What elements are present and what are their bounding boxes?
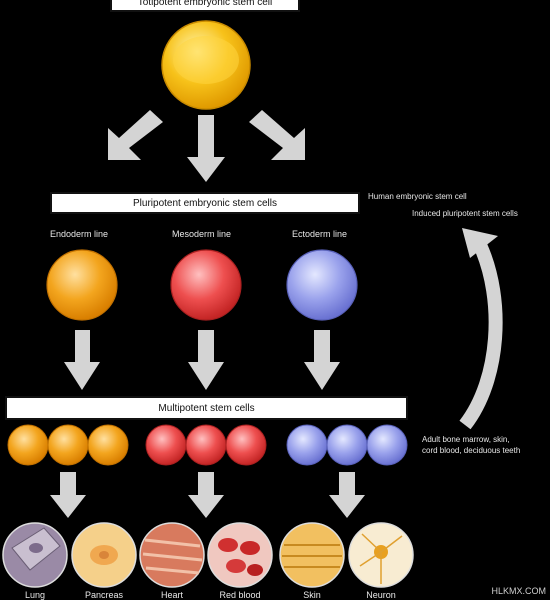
multipotent-mesoderm-cell (145, 424, 187, 466)
heart-label: Heart (160, 590, 183, 600)
pancreas-tissue (71, 522, 137, 588)
arrow-to-endoderm-tissues (50, 472, 86, 518)
neuron-label: Neuron (366, 590, 396, 600)
arrow-down-center (187, 115, 225, 182)
pancreas-label: Pancreas (84, 590, 124, 600)
heart-tissue (139, 522, 205, 588)
multipotent-mesoderm-cell (185, 424, 227, 466)
totipotent-cell-nucleus (173, 36, 239, 84)
arrow-to-ectoderm-tissues (329, 472, 365, 518)
arrow-ectoderm (304, 330, 340, 390)
ectoderm-cell (286, 249, 358, 321)
mesoderm-line-label: Mesoderm line (172, 229, 232, 239)
multipotent-endoderm-cell (87, 424, 129, 466)
ipsc-label: Induced pluripotent stem cells (412, 209, 518, 218)
multipotent-title-box: Multipotent stem cells (5, 396, 408, 420)
lung-tissue (2, 522, 68, 588)
reprogramming-arrowhead (462, 228, 498, 258)
arrow-endoderm (64, 330, 100, 390)
reprogramming-arrow (459, 242, 503, 430)
arrow-mesoderm (188, 330, 224, 390)
red-blood-label: Red blood (219, 590, 261, 600)
endoderm-line-label: Endoderm line (50, 229, 109, 239)
arrow-down-right (249, 110, 305, 160)
multipotent-endoderm-cell (7, 424, 49, 466)
human-esc-label: Human embryonic stem cell (368, 192, 467, 201)
ectoderm-line-label: Ectoderm line (292, 229, 348, 239)
multipotent-endoderm-cell (47, 424, 89, 466)
adult-sources-label-1: Adult bone marrow, skin, (422, 435, 510, 444)
neuron-tissue (348, 522, 414, 588)
pluripotent-title-box: Pluripotent embryonic stem cells (50, 192, 360, 214)
lung-label: Lung (24, 590, 46, 600)
arrow-down-left (108, 110, 163, 160)
adult-sources-label-2: cord blood, deciduous teeth (422, 446, 521, 455)
endoderm-cell (46, 249, 118, 321)
mesoderm-cell (170, 249, 242, 321)
totipotent-title-box: Totipotent embryonic stem cell (110, 0, 300, 12)
skin-label: Skin (303, 590, 321, 600)
multipotent-ectoderm-cell (366, 424, 408, 466)
skin-tissue (279, 522, 345, 588)
watermark: HLKMX.COM (491, 586, 546, 596)
multipotent-ectoderm-cell (286, 424, 328, 466)
red-blood-tissue (207, 522, 273, 588)
multipotent-mesoderm-cell (225, 424, 267, 466)
multipotent-ectoderm-cell (326, 424, 368, 466)
arrow-to-mesoderm-tissues (188, 472, 224, 518)
